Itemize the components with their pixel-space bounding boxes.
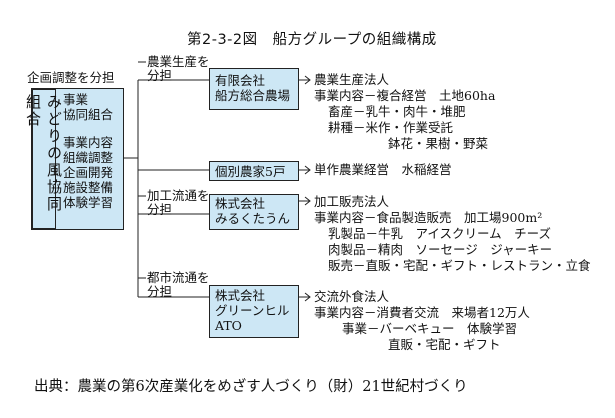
detail-line: 耕種－米作・作業受託 <box>328 120 454 135</box>
arrow-head-2 <box>304 165 311 175</box>
detail-line: 鉢花・果樹・野菜 <box>388 136 489 151</box>
box-line: 有限会社 <box>215 73 266 88</box>
detail-line: 直販・宅配・ギフト <box>388 337 501 352</box>
branch-3-label: 加工流通を 分担 <box>147 188 210 217</box>
branch-3-box: 株式会社 みるくたうん <box>209 194 299 230</box>
detail-line: 乳製品－牛乳 アイスクリーム チーズ <box>328 226 552 241</box>
detail-line: 単作農業経営 水稲経営 <box>314 162 452 177</box>
left-item: 体験学習 <box>63 195 114 210</box>
source-citation: 出典：農業の第6次産業化をめざす人づくり（財）21世紀村づくり <box>34 379 468 395</box>
arrow-head-4 <box>304 292 311 302</box>
box-line: 株式会社 <box>215 288 266 303</box>
detail-line: 農業生産法人 <box>314 72 390 87</box>
branch-4-details: 交流外食法人 事業内容－消費者交流 来場者12万人 事業－バーベキュー 体験学習… <box>314 289 530 353</box>
branch-2-details: 単作農業経営 水稲経営 <box>314 163 452 177</box>
detail-line: 事業内容－複合経営 土地60ha <box>314 88 496 103</box>
arrow-head-1 <box>304 75 311 85</box>
box-line: 船方総合農場 <box>215 88 291 103</box>
left-item: 組織調整 <box>63 150 114 165</box>
branch-3-details: 加工販売法人 事業内容－食品製造販売 加工場900m² 乳製品－牛乳 アイスクリ… <box>314 194 591 274</box>
box-line: ATO <box>215 318 242 333</box>
left-item: 事業内容 <box>63 135 114 150</box>
detail-line: 事業内容－消費者交流 来場者12万人 <box>314 305 530 320</box>
left-cooperative-box: みどりの風協同組合 事業 協同組合 事業内容 組織調整 企画開発 施設整備 体験… <box>24 88 124 230</box>
left-item: 事業 <box>63 92 89 107</box>
left-header: 企画調整を分担 <box>27 70 115 85</box>
box-line: 個別農家5戸 <box>215 164 286 179</box>
detail-line: 畜産－乳牛・肉牛・堆肥 <box>328 104 466 119</box>
arrow-head-3 <box>304 196 311 206</box>
box-line: 株式会社 <box>215 196 266 211</box>
left-item: 企画開発 <box>63 165 114 180</box>
diagram-title: 第2-3-2図 船方グループの組織構成 <box>187 32 437 48</box>
branch-1-box: 有限会社 船方総合農場 <box>209 68 299 110</box>
detail-line: 販売－直販・宅配・ギフト・レストラン・立食 <box>328 258 591 273</box>
branch-4-box: 株式会社 グリーンヒル ATO <box>209 285 299 338</box>
box-line: みるくたうん <box>215 211 291 226</box>
detail-line: 事業内容－食品製造販売 加工場900m² <box>314 210 543 225</box>
detail-line: 事業－バーベキュー 体験学習 <box>342 321 518 336</box>
branch-1-label: 農業生産を 分担 <box>147 54 210 83</box>
box-line: グリーンヒル <box>215 303 290 318</box>
left-items: 事業 協同組合 事業内容 組織調整 企画開発 施設整備 体験学習 <box>63 92 113 210</box>
branch-4-label: 都市流通を 分担 <box>147 270 210 299</box>
left-item: 協同組合 <box>63 107 114 122</box>
branch-2-box: 個別農家5戸 <box>209 161 299 181</box>
detail-line: 交流外食法人 <box>314 289 390 304</box>
branch-1-details: 農業生産法人 事業内容－複合経営 土地60ha 畜産－乳牛・肉牛・堆肥 耕種－米… <box>314 72 495 152</box>
vertical-name-box: みどりの風協同組合 <box>24 89 63 229</box>
left-item: 施設整備 <box>63 180 114 195</box>
detail-line: 加工販売法人 <box>314 194 390 209</box>
cooperative-name-vertical: みどりの風協同組合 <box>24 94 63 213</box>
detail-line: 肉製品－精肉 ソーセージ ジャーキー <box>328 242 553 257</box>
